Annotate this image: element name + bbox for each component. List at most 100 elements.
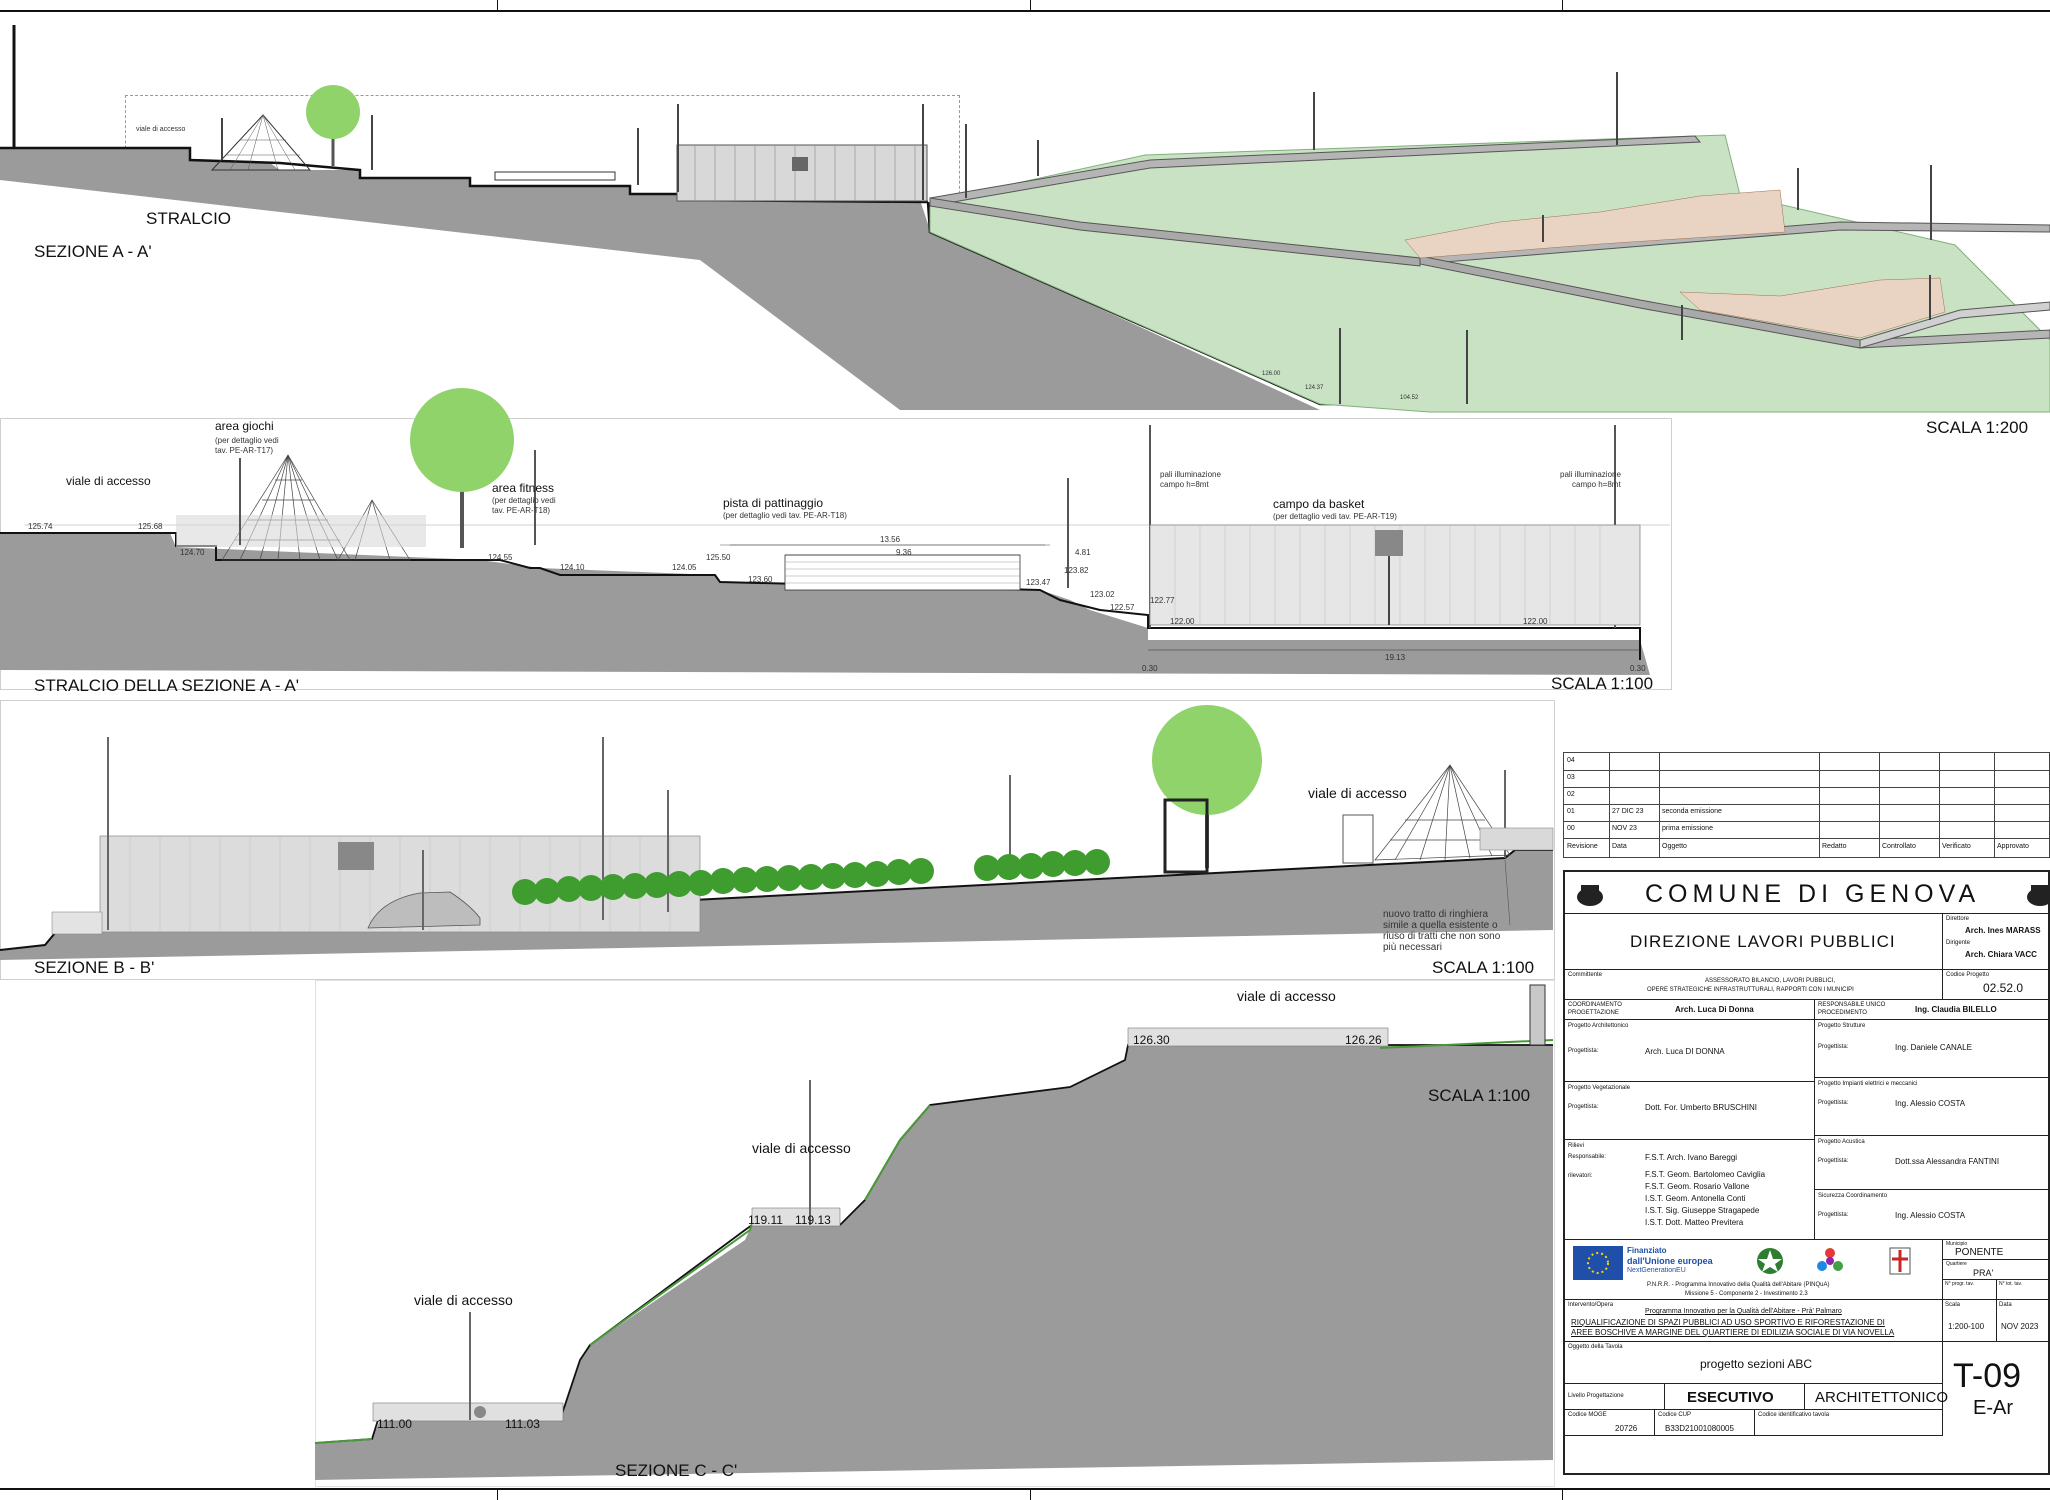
section-b-frame — [0, 700, 1555, 980]
dirigente-label: Dirigente — [1946, 940, 1971, 946]
stralcio-dim: 13.56 — [880, 535, 901, 544]
shrub — [644, 871, 670, 898]
revision-cell: prima emissione — [1662, 825, 1713, 832]
stralcio-dim: 0.30 — [1142, 664, 1158, 673]
sicurezza-cell: Sicurezza Coordinamento Progettista: Ing… — [1815, 1190, 2050, 1240]
revision-cell: 02 — [1567, 791, 1575, 798]
prog-arch-label: Progetto Architettonico — [1568, 1023, 1629, 1029]
stralcio-dim: 19.13 — [1385, 653, 1406, 662]
stralcio-level: 125.50 — [706, 553, 731, 562]
section-a-title: SEZIONE A - A' — [34, 242, 152, 261]
title-block: COMUNE DI GENOVA DIREZIONE LAVORI PUBBLI… — [1563, 870, 2050, 1475]
direzione-title: DIREZIONE LAVORI PUBBLICI — [1630, 932, 1896, 951]
disciplina-cell: ARCHITETTONICO — [1805, 1384, 1948, 1410]
direttore-cell: Direttore Arch. Ines MARASS Dirigente Ar… — [1943, 914, 2050, 970]
stralcio-level: 124.10 — [560, 563, 585, 572]
stralcio-pali1-label: campo h=8mt — [1160, 480, 1209, 489]
sheet-tick — [1030, 0, 1031, 10]
section-a-scale: SCALA 1:200 — [1926, 418, 2029, 437]
ntot-cell: N° tot. tav. — [1997, 1280, 2050, 1300]
missione-text: Missione 5 - Componente 2 - Investimento… — [1685, 1291, 1808, 1297]
shrub — [864, 860, 890, 887]
cup-label: Codice CUP — [1658, 1412, 1692, 1418]
section-c-viale3-label: viale di accesso — [414, 1292, 513, 1308]
stralcio-level: 123.47 — [1026, 578, 1051, 587]
sheet-tick — [497, 1490, 498, 1500]
progettista-label: Progettista: — [1818, 1044, 1849, 1050]
revision-col-line — [1819, 753, 1820, 857]
revision-col-line — [1939, 753, 1940, 857]
prog-acu-value: Dott.ssa Alessandra FANTINI — [1895, 1157, 2000, 1166]
data-cell: Data NOV 2023 — [1997, 1300, 2050, 1342]
pinqua-logo-icon — [1817, 1248, 1843, 1271]
revision-header-cell: Verificato — [1942, 843, 1971, 850]
shrub — [512, 878, 538, 905]
disciplina-value: ARCHITETTONICO — [1815, 1389, 1949, 1406]
shrub — [732, 867, 758, 894]
oggetto-row: Oggetto della Tavola progetto sezioni AB… — [1565, 1342, 1943, 1384]
codice-progetto-value: 02.52.0 — [1983, 981, 2024, 995]
progettista-label: Progettista: — [1818, 1100, 1849, 1106]
crown-icon — [1577, 885, 1603, 906]
stralcio-level: 124.05 — [672, 563, 697, 572]
comune-header: COMUNE DI GENOVA — [1565, 872, 2050, 914]
shrub — [974, 854, 1000, 881]
ntot-label: N° tot. tav. — [1999, 1281, 2023, 1287]
stralcio-title: STRALCIO DELLA SEZIONE A - A' — [34, 676, 299, 695]
stralcio-giochi-label: area giochi — [215, 419, 274, 433]
coord-value: Arch. Luca Di Donna — [1675, 1005, 1754, 1014]
codice-progetto-label: Codice Progetto — [1946, 972, 1990, 978]
shrub — [1062, 850, 1088, 877]
stralcio-fitness-note: tav. PE-AR-T18) — [492, 506, 551, 515]
funding-row: Finanziato dall'Unione europea NextGener… — [1565, 1240, 1943, 1300]
revision-col-line — [1659, 753, 1660, 857]
municipio-value: PONENTE — [1955, 1247, 2004, 1258]
shrub — [556, 876, 582, 903]
eu-text: Finanziato — [1627, 1246, 1667, 1255]
prog-acu-cell: Progetto Acustica Progettista: Dott.ssa … — [1815, 1136, 2050, 1190]
scala-value: 1:200-100 — [1948, 1322, 1985, 1331]
revision-cell: 03 — [1567, 774, 1575, 781]
intervento-label: Intervento/Opera — [1568, 1302, 1614, 1308]
crown-icon — [2027, 885, 2050, 906]
shrub — [820, 862, 846, 889]
rilevatore: I.S.T. Sig. Giuseppe Stragapede — [1645, 1206, 1760, 1215]
stralcio-giochi-note: (per dettaglio vedi — [215, 436, 279, 445]
section-c-viale2-label: viale di accesso — [752, 1140, 851, 1156]
progettista-label: Progettista: — [1568, 1048, 1599, 1054]
section-b-note: nuovo tratto di ringhiera — [1383, 909, 1489, 920]
revision-cell: 27 DIC 23 — [1612, 808, 1644, 815]
committente-row: Committente ASSESSORATO BILANCIO, LAVORI… — [1565, 970, 1943, 1000]
revision-col-line — [1994, 753, 1995, 857]
revision-cell: seconda emissione — [1662, 808, 1722, 815]
responsabile-label: Responsabile: — [1568, 1154, 1607, 1160]
stralcio-fitness-note: (per dettaglio vedi — [492, 496, 556, 505]
section-c-level: 119.11 — [748, 1213, 783, 1227]
quartiere-value: PRA' — [1973, 1268, 1994, 1278]
shrub — [908, 858, 934, 885]
stralcio-level: 123.02 — [1090, 590, 1115, 599]
municipio-cell: Municipio PONENTE — [1943, 1240, 2050, 1260]
stralcio-level: 124.70 — [180, 548, 205, 557]
stralcio-pali2-label: pali illuminazione — [1560, 470, 1621, 479]
dirigente-name: Arch. Chiara VACC — [1965, 950, 2037, 959]
direttore-label: Direttore — [1946, 916, 1970, 922]
data-label: Data — [1999, 1302, 2012, 1308]
scala-label: Scala — [1945, 1302, 1961, 1308]
comune-title: COMUNE DI GENOVA — [1645, 880, 1981, 908]
stralcio-drawing — [0, 388, 1670, 675]
quartiere-cell: Quartiere PRA' — [1943, 1260, 2050, 1280]
stralcio-pista-label: pista di pattinaggio — [723, 496, 824, 510]
stralcio-viale-label: viale di accesso — [66, 474, 151, 488]
stralcio-level: 122.00 — [1523, 617, 1548, 626]
stralcio-dim: 4.81 — [1075, 548, 1091, 557]
prog-veg-label: Progetto Vegetazionale — [1568, 1085, 1631, 1091]
prog-arch-value: Arch. Luca DI DONNA — [1645, 1047, 1725, 1056]
intervento-row: Intervento/Opera Programma Innovativo pe… — [1565, 1300, 1943, 1342]
shrub — [1018, 852, 1044, 879]
stralcio-level: 123.82 — [1064, 566, 1089, 575]
section-c-level: 126.30 — [1133, 1033, 1170, 1047]
